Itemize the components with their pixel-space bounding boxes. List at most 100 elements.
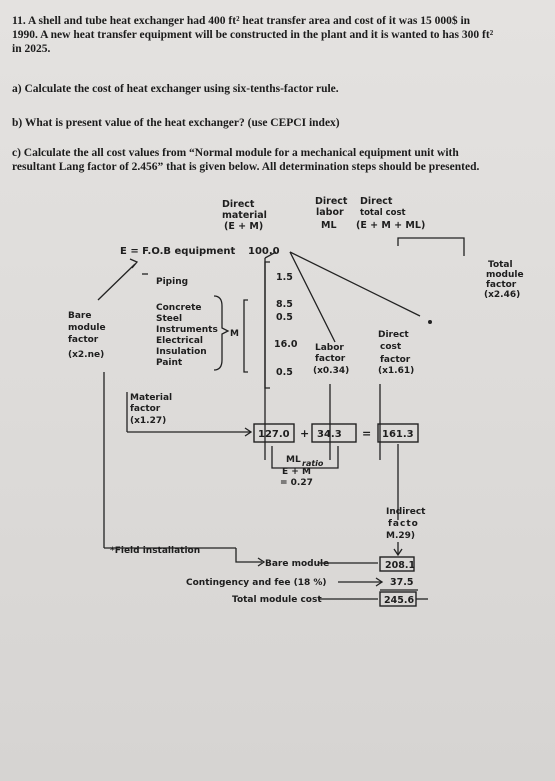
- svg-text:Total: Total: [488, 260, 513, 270]
- labor-factor: Labor factor (x0.34): [313, 343, 349, 376]
- question-part-a: a) Calculate the cost of heat exchanger …: [12, 83, 339, 95]
- box-direct-text: 161.3: [382, 429, 414, 440]
- contingency-label: Contingency and fee (18 %): [186, 578, 327, 588]
- svg-text:cost: cost: [380, 342, 402, 352]
- value-bracket: [264, 261, 270, 389]
- box-material-value: [253, 423, 295, 443]
- svg-text:(x0.34): (x0.34): [313, 366, 349, 376]
- svg-text:M.29): M.29): [386, 531, 415, 541]
- svg-text:ratio: ratio: [302, 459, 324, 468]
- bare-module-arrow: [97, 263, 136, 301]
- value-piping: 1.5: [276, 272, 293, 283]
- bare-module-arrowhead: [129, 258, 139, 269]
- svg-text:factor: factor: [315, 354, 346, 364]
- line-to-direct-cost: [289, 251, 421, 317]
- svg-text:module: module: [486, 270, 524, 280]
- bare-module-arrowhead-2: [257, 557, 266, 567]
- equals-sign: =: [362, 427, 371, 440]
- question-line-2: 1990. A new heat transfer equipment will…: [12, 29, 494, 41]
- header-direct-material: Direct material (E + M): [222, 199, 267, 232]
- question-part-b: b) What is present value of the heat exc…: [12, 117, 340, 129]
- value-concrete: 8.5: [276, 299, 293, 310]
- line-to-labor: [289, 251, 336, 343]
- svg-text:factor: factor: [68, 335, 99, 345]
- total-module-bracket: [397, 237, 465, 256]
- svg-text:= 0.27: = 0.27: [280, 478, 313, 488]
- question-intro: 11. A shell and tube heat exchanger had …: [12, 14, 540, 56]
- svg-text:ML: ML: [286, 455, 301, 465]
- question-part-c-line-1: c) Calculate the all cost values from “N…: [12, 147, 459, 159]
- bracket-top: [264, 251, 277, 259]
- bare-module-label: Bare module: [265, 559, 329, 569]
- item-paint: Paint: [156, 358, 183, 368]
- item-piping: Piping: [156, 277, 188, 287]
- svg-text:factor: factor: [380, 355, 411, 365]
- svg-text:facto: facto: [388, 519, 419, 529]
- m-bracket: [243, 299, 248, 373]
- header-direct-total: Direct total cost (E + M + ML): [356, 196, 425, 231]
- question-line-1: 11. A shell and tube heat exchanger had …: [12, 15, 471, 27]
- svg-text:Labor: Labor: [315, 343, 344, 353]
- item-steel: Steel: [156, 314, 182, 324]
- direct-cost-factor: Direct cost factor (x1.61): [378, 330, 414, 376]
- question-part-c: c) Calculate the all cost values from “N…: [12, 146, 540, 174]
- question-part-c-line-2: resultant Lang factor of 2.456” that is …: [12, 161, 480, 173]
- value-paint: 0.5: [276, 367, 293, 378]
- equipment-value: 100.0: [248, 246, 280, 257]
- material-brace: [213, 295, 230, 371]
- value-steel: 0.5: [276, 312, 293, 323]
- header-direct-material-3: (E + M): [224, 221, 263, 232]
- total-module-label: Total module cost: [232, 595, 322, 605]
- ratio-bracket: [271, 446, 339, 469]
- plus-sign: +: [300, 427, 309, 440]
- box-labor-text: 34.3: [317, 429, 342, 440]
- header-direct-labor: Direct labor ML: [315, 196, 348, 231]
- box-material-text: 127.0: [258, 429, 290, 440]
- svg-text:module: module: [68, 323, 106, 333]
- box-total-module-text: 245.6: [384, 595, 414, 606]
- item-instruments: Instruments: [156, 325, 218, 335]
- bullet-dot: [428, 320, 432, 324]
- header-direct-material-2: material: [222, 210, 267, 221]
- box-labor-value: [311, 423, 357, 443]
- svg-text:(x2.ne): (x2.ne): [68, 350, 104, 360]
- svg-text:(x1.61): (x1.61): [378, 366, 414, 376]
- material-items: Piping Concrete Steel Instruments Electr…: [156, 277, 218, 368]
- svg-text:(x2.46): (x2.46): [484, 290, 520, 300]
- header-direct-total-3: (E + M + ML): [356, 220, 425, 231]
- bare-module-path: [235, 548, 262, 563]
- svg-text:Direct: Direct: [378, 330, 409, 340]
- box-bare-module-text: 208.1: [385, 560, 415, 571]
- box-bare-module: [379, 556, 415, 572]
- box-direct-value: [377, 423, 419, 443]
- field-installation-label: *Field installation: [110, 546, 200, 556]
- svg-text:Bare: Bare: [68, 311, 91, 321]
- header-direct-labor-3: ML: [321, 220, 337, 231]
- equipment-label: E = F.O.B equipment: [120, 246, 235, 257]
- material-values: 1.5 8.5 0.5 16.0 0.5: [274, 272, 298, 378]
- svg-text:factor: factor: [486, 280, 517, 290]
- total-module-factor: Total module factor (x2.46): [484, 260, 524, 300]
- question-line-3: in 2025.: [12, 43, 51, 55]
- header-direct-total-1: Direct: [360, 196, 393, 207]
- item-insulation: Insulation: [156, 347, 207, 357]
- svg-text:Indirect: Indirect: [386, 507, 426, 517]
- item-concrete: Concrete: [156, 303, 201, 313]
- material-factor-arrowhead: [244, 427, 253, 437]
- indirect-factor: Indirect facto M.29): [386, 507, 426, 541]
- svg-text:(x1.27): (x1.27): [130, 416, 166, 426]
- header-direct-labor-1: Direct: [315, 196, 348, 207]
- ratio-label: ML E + M ratio = 0.27: [280, 455, 324, 488]
- contingency-value: 37.5: [390, 577, 413, 588]
- header-direct-labor-2: labor: [316, 207, 344, 218]
- header-direct-material-1: Direct: [222, 199, 255, 210]
- contingency-arrowhead: [375, 577, 384, 587]
- svg-text:Material: Material: [130, 393, 172, 403]
- svg-text:E + M: E + M: [282, 467, 311, 477]
- bare-module-factor: Bare module factor (x2.ne): [68, 311, 106, 360]
- value-electrical: 16.0: [274, 339, 298, 350]
- m-label: M: [230, 329, 239, 339]
- header-direct-total-2: total cost: [360, 208, 406, 218]
